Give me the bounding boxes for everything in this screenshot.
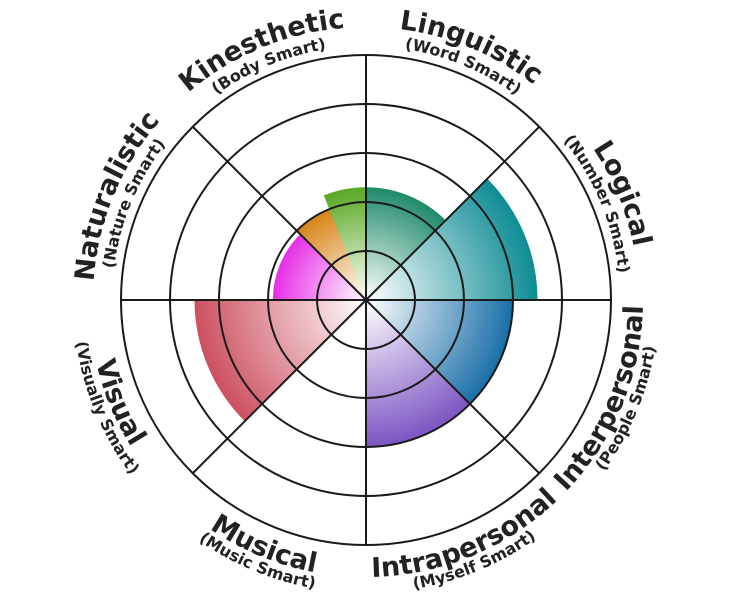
spoke: [365, 126, 540, 301]
segment-fill-linguistic: [366, 187, 446, 300]
spoke: [192, 299, 367, 474]
wheel-grid: [120, 54, 612, 546]
segment-fill-naturalistic: [272, 234, 366, 300]
segment-fills: [194, 178, 538, 447]
spoke: [365, 299, 540, 474]
segment-fill-extra: [323, 187, 366, 300]
segment-fill-logical: [366, 178, 538, 300]
segment-fill-visual: [194, 300, 366, 422]
segment-fill-intrapersonal: [366, 300, 470, 447]
spoke: [192, 126, 367, 301]
segment-fill-interpersonal: [366, 300, 513, 404]
